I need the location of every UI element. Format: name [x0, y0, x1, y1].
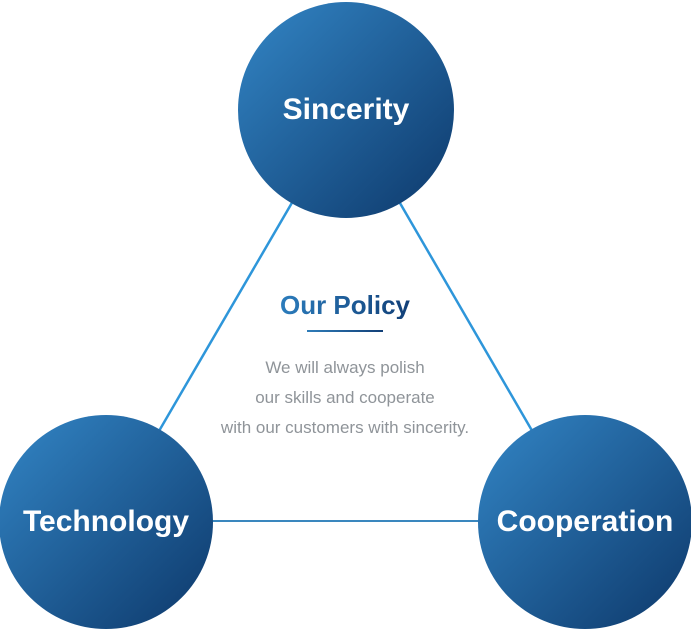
node-sincerity: Sincerity: [238, 2, 454, 218]
node-cooperation-label: Cooperation: [496, 505, 674, 538]
policy-description-line: We will always polish: [265, 358, 425, 377]
policy-title: Our Policy: [279, 290, 411, 320]
policy-description-line: our skills and cooperate: [255, 388, 435, 407]
policy-description-line: with our customers with sincerity.: [220, 418, 470, 437]
policy-description: We will always polish our skills and coo…: [135, 353, 555, 443]
policy-title-underline: [307, 330, 383, 332]
node-cooperation: Cooperation: [478, 415, 691, 629]
node-sincerity-label: Sincerity: [282, 93, 410, 126]
policy-center-block: Our Policy We will always polish our ski…: [135, 291, 555, 443]
node-technology: Technology: [0, 415, 213, 629]
node-technology-label: Technology: [22, 505, 190, 538]
